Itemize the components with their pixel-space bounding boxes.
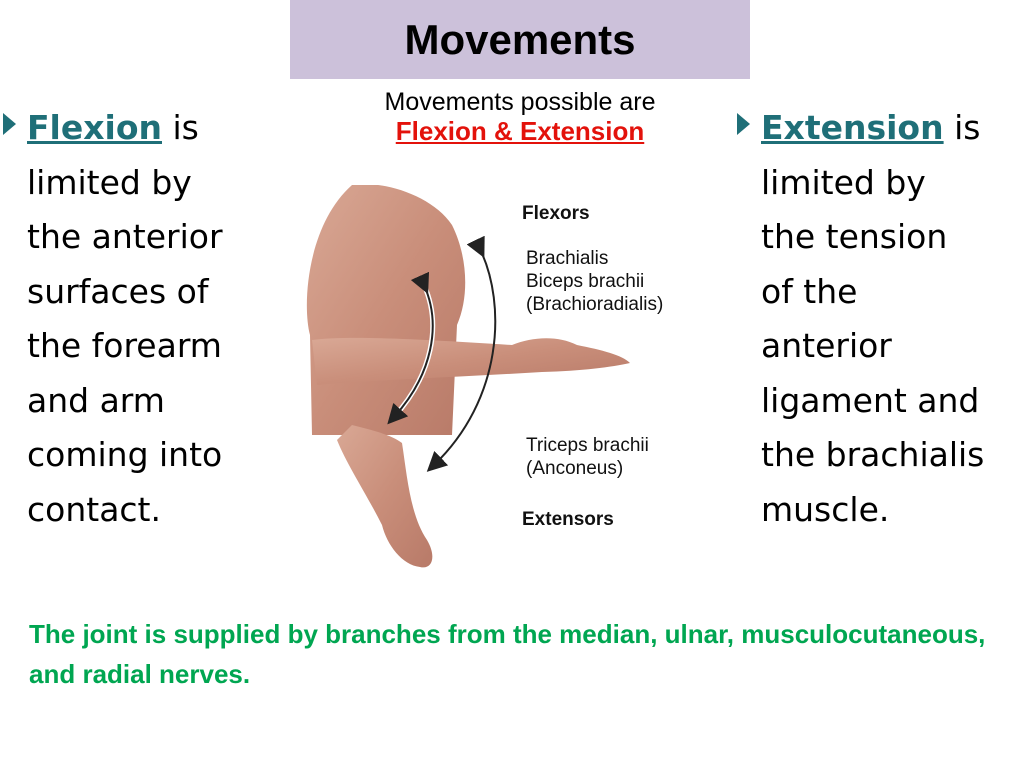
text-line: the tension xyxy=(761,217,948,256)
text-line: muscle. xyxy=(761,489,890,529)
text-line: coming into xyxy=(27,435,223,474)
bullet-arrow-icon xyxy=(3,113,16,135)
extensors-heading: Extensors xyxy=(522,509,614,530)
arm-illustration xyxy=(306,184,630,568)
subtitle-highlight: Flexion & Extension xyxy=(395,116,645,146)
text-line: surfaces of xyxy=(27,271,209,311)
extension-term: Extension xyxy=(761,108,944,147)
forearm-horizontal-shape xyxy=(312,337,630,385)
subtitle-line: Movements possible are xyxy=(384,88,656,116)
extension-text: Extension is limited by the tension of t… xyxy=(737,101,1019,537)
flexion-text: Flexion is limited by the anterior surfa… xyxy=(3,101,267,537)
text-line: ligament and xyxy=(761,380,980,420)
muscle-label: (Anconeus) xyxy=(526,458,624,479)
text-line: contact. xyxy=(27,489,161,529)
muscle-label: Biceps brachii xyxy=(526,271,645,292)
flexors-heading: Flexors xyxy=(522,203,590,224)
text-line: is xyxy=(172,108,199,147)
text-line: anterior xyxy=(761,326,892,365)
text-line: is xyxy=(954,108,981,147)
text-line: limited by xyxy=(761,162,926,202)
page-title: Movements xyxy=(404,15,636,63)
text-line: and arm xyxy=(27,380,165,420)
muscle-label: Triceps brachii xyxy=(526,435,649,456)
forearm-hanging-shape xyxy=(337,425,433,568)
text-line: the anterior xyxy=(27,217,223,256)
muscle-label: (Brachioradialis) xyxy=(526,294,664,315)
text-line: of the xyxy=(761,271,858,311)
text-line: the brachialis xyxy=(761,435,985,474)
subtitle: Movements possible are Flexion & Extensi… xyxy=(290,88,750,147)
range-arrow xyxy=(426,235,497,472)
torso-shape xyxy=(306,184,466,435)
title-banner: Movements xyxy=(290,0,750,79)
arm-movement-figure: Flexors Brachialis Biceps brachii (Brach… xyxy=(292,184,742,580)
text-line: limited by xyxy=(27,162,192,202)
nerve-supply-note: The joint is supplied by branches from t… xyxy=(29,619,986,689)
text-line: the forearm xyxy=(27,326,222,365)
bullet-arrow-icon xyxy=(737,113,750,135)
muscle-label: Brachialis xyxy=(526,248,609,269)
flexion-term: Flexion xyxy=(27,108,162,147)
